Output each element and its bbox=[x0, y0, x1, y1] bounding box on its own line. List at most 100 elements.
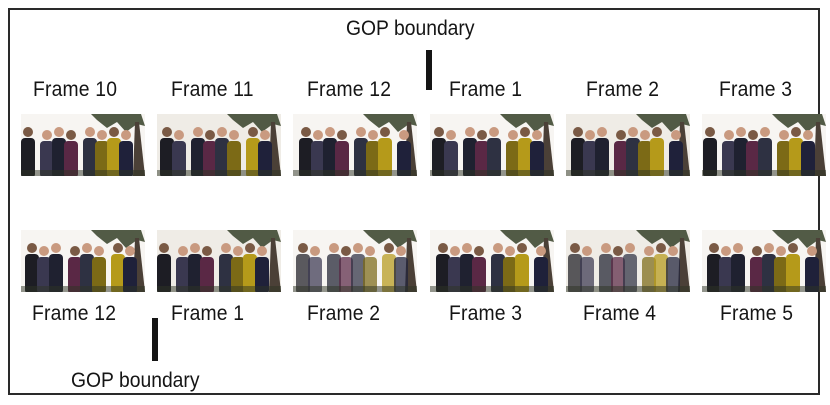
top-frame-label-4: Frame 1 bbox=[449, 78, 522, 102]
ground bbox=[702, 286, 826, 292]
ground bbox=[430, 170, 554, 176]
person-head bbox=[585, 130, 595, 140]
person-head bbox=[313, 130, 323, 140]
person-head bbox=[365, 246, 375, 256]
ground bbox=[21, 170, 145, 176]
person-head bbox=[446, 130, 456, 140]
person-head bbox=[803, 130, 813, 140]
person-head bbox=[721, 246, 731, 256]
bottom-frame-thumbnail bbox=[702, 230, 826, 292]
ground bbox=[293, 170, 417, 176]
top-frame-thumbnail bbox=[293, 114, 417, 176]
person-head bbox=[733, 243, 743, 253]
person-head bbox=[353, 243, 363, 253]
ground bbox=[566, 286, 690, 292]
person-head bbox=[536, 246, 546, 256]
group-photo-icon bbox=[702, 114, 826, 176]
bottom-frame-thumbnail bbox=[21, 230, 145, 292]
person-head bbox=[517, 243, 527, 253]
person-head bbox=[652, 127, 662, 137]
group-photo-icon bbox=[157, 114, 281, 176]
ground bbox=[566, 170, 690, 176]
person-head bbox=[807, 246, 817, 256]
person-head bbox=[125, 246, 135, 256]
person-head bbox=[66, 130, 76, 140]
person-head bbox=[474, 246, 484, 256]
person-head bbox=[764, 243, 774, 253]
person-head bbox=[668, 246, 678, 256]
person-head bbox=[384, 243, 394, 253]
person-head bbox=[301, 127, 311, 137]
person-head bbox=[337, 130, 347, 140]
bottom-frame-label-4: Frame 3 bbox=[449, 302, 522, 326]
bottom-frame-label-2: Frame 1 bbox=[171, 302, 244, 326]
person-head bbox=[656, 243, 666, 253]
person-head bbox=[97, 130, 107, 140]
person-head bbox=[39, 246, 49, 256]
bottom-frame-thumbnail bbox=[157, 230, 281, 292]
person-head bbox=[27, 243, 37, 253]
person-head bbox=[788, 243, 798, 253]
person-head bbox=[582, 246, 592, 256]
person-head bbox=[532, 130, 542, 140]
person-head bbox=[597, 127, 607, 137]
ground bbox=[293, 286, 417, 292]
person-head bbox=[616, 130, 626, 140]
person-head bbox=[644, 246, 654, 256]
person-head bbox=[109, 127, 119, 137]
top-frame-label-5: Frame 2 bbox=[586, 78, 659, 102]
person-head bbox=[356, 127, 366, 137]
person-head bbox=[399, 130, 409, 140]
person-head bbox=[202, 246, 212, 256]
person-head bbox=[54, 127, 64, 137]
person-head bbox=[628, 127, 638, 137]
person-head bbox=[493, 243, 503, 253]
top-frame-thumbnail bbox=[566, 114, 690, 176]
person-head bbox=[671, 130, 681, 140]
ground bbox=[157, 170, 281, 176]
bottom-frame-label-5: Frame 4 bbox=[583, 302, 656, 326]
person-head bbox=[245, 243, 255, 253]
person-head bbox=[776, 246, 786, 256]
person-head bbox=[51, 243, 61, 253]
person-head bbox=[205, 130, 215, 140]
person-head bbox=[23, 127, 33, 137]
person-head bbox=[341, 246, 351, 256]
person-head bbox=[791, 127, 801, 137]
person-head bbox=[601, 243, 611, 253]
person-head bbox=[82, 243, 92, 253]
person-head bbox=[640, 130, 650, 140]
person-head bbox=[625, 243, 635, 253]
person-head bbox=[505, 246, 515, 256]
top-gop-boundary-marker bbox=[426, 50, 432, 90]
person-head bbox=[42, 130, 52, 140]
person-head bbox=[298, 243, 308, 253]
person-head bbox=[174, 130, 184, 140]
person-head bbox=[613, 246, 623, 256]
person-head bbox=[450, 246, 460, 256]
person-head bbox=[434, 127, 444, 137]
person-head bbox=[438, 243, 448, 253]
bottom-frame-label-1: Frame 12 bbox=[32, 302, 116, 326]
group-photo-icon bbox=[293, 114, 417, 176]
person-head bbox=[462, 243, 472, 253]
group-photo-icon bbox=[702, 230, 826, 292]
bottom-frame-thumbnail bbox=[293, 230, 417, 292]
person-head bbox=[705, 127, 715, 137]
person-head bbox=[396, 246, 406, 256]
person-head bbox=[162, 127, 172, 137]
diagram-border bbox=[8, 8, 820, 395]
group-photo-icon bbox=[21, 114, 145, 176]
ground bbox=[157, 286, 281, 292]
person-head bbox=[570, 243, 580, 253]
group-photo-icon bbox=[566, 114, 690, 176]
person-head bbox=[233, 246, 243, 256]
group-photo-icon bbox=[157, 230, 281, 292]
person-head bbox=[489, 127, 499, 137]
group-photo-icon bbox=[566, 230, 690, 292]
person-head bbox=[368, 130, 378, 140]
ground bbox=[702, 170, 826, 176]
person-head bbox=[257, 246, 267, 256]
top-frame-thumbnail bbox=[430, 114, 554, 176]
